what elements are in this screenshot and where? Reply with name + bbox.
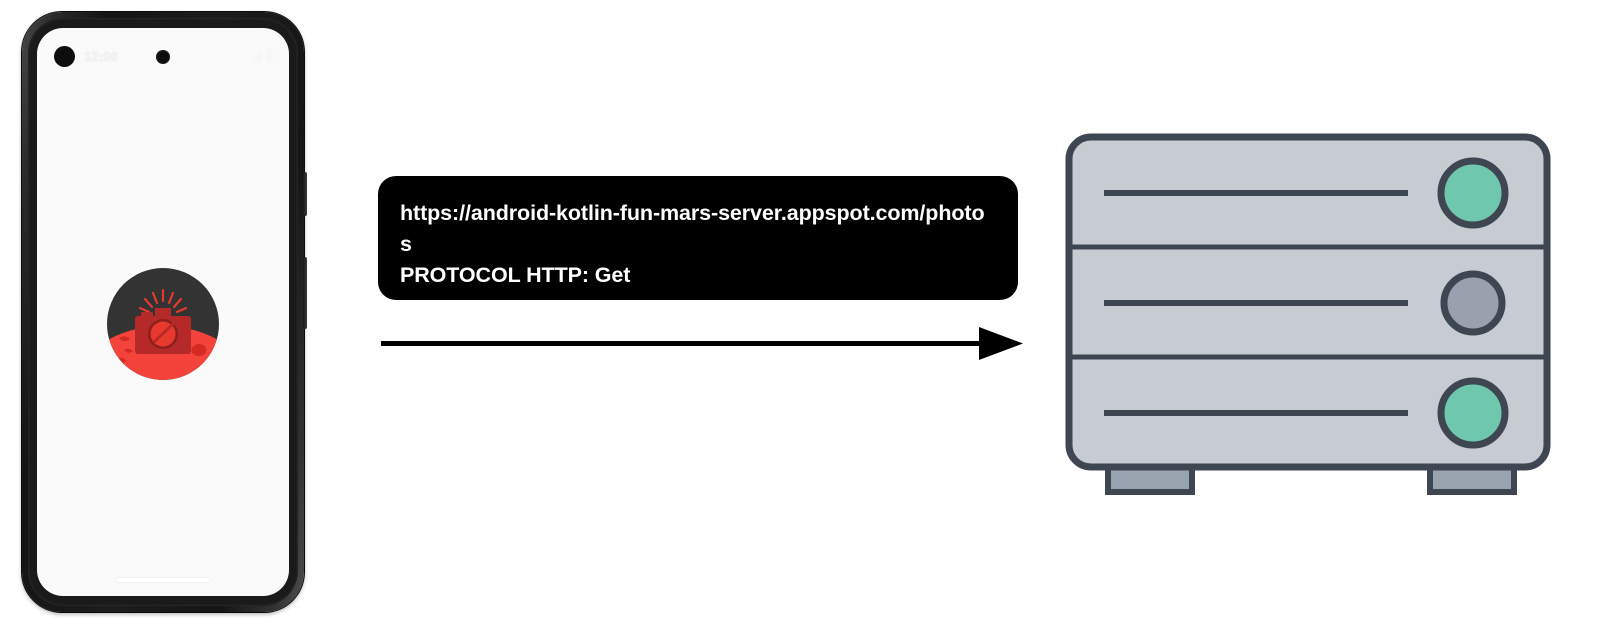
front-camera-hole-icon [156, 50, 170, 64]
request-protocol-text: PROTOCOL HTTP: Get [400, 263, 631, 287]
status-bar-icons [251, 48, 273, 62]
home-gesture-bar[interactable] [116, 578, 210, 582]
server-unit-1 [1104, 157, 1509, 229]
phone-status-bar: 12:00 [37, 28, 289, 68]
server-unit-2 [1104, 270, 1506, 336]
request-arrow [381, 327, 1023, 360]
web-server [1065, 133, 1551, 495]
status-bar-time: 12:00 [84, 49, 119, 64]
battery-icon [266, 48, 273, 62]
phone-screen: 12:00 [37, 28, 289, 596]
notification-dot-icon [54, 46, 75, 67]
mars-photos-app-icon[interactable] [107, 268, 219, 380]
server-unit-3 [1104, 377, 1509, 449]
phone-device: 12:00 [22, 12, 307, 612]
signal-bars-icon [251, 50, 262, 62]
request-url-text: https://android-kotlin-fun-mars-server.a… [400, 201, 985, 256]
request-callout-box: https://android-kotlin-fun-mars-server.a… [378, 176, 1018, 300]
phone-volume-button[interactable] [303, 257, 307, 329]
phone-power-button[interactable] [303, 172, 307, 216]
